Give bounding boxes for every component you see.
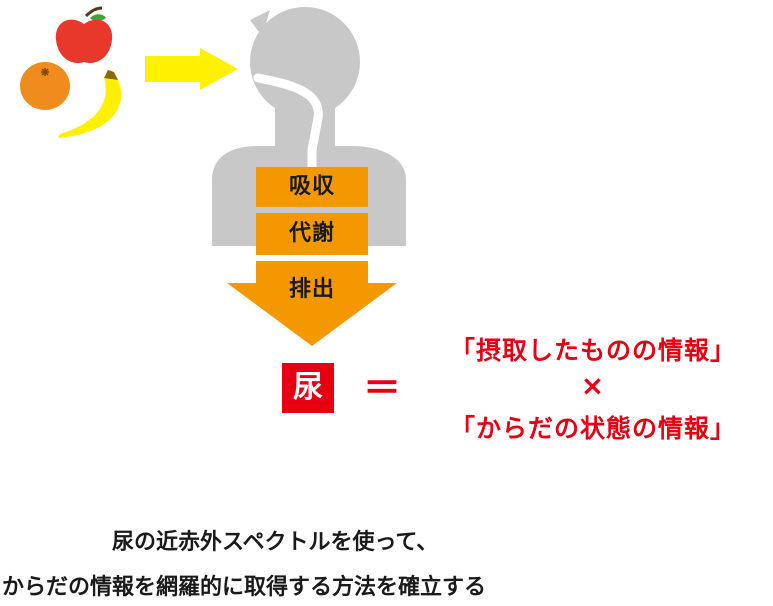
stage-label-metabolism: 代謝	[288, 221, 335, 246]
banana-icon	[58, 70, 122, 138]
stage-box-absorption	[256, 167, 368, 207]
stage-label-absorption: 吸収	[288, 174, 335, 199]
stage-box-metabolism	[256, 213, 368, 255]
formula-multiply-sign: ×	[580, 369, 606, 402]
stage-label-excretion: 排出	[288, 277, 335, 302]
human-silhouette-icon	[212, 7, 406, 246]
down-arrow-icon	[227, 261, 397, 346]
caption-line-1: 尿の近赤外スペクトルを使って、	[112, 530, 439, 555]
formula-body-state-info: 「からだの状態の情報」	[449, 414, 736, 443]
apple-icon	[55, 6, 113, 64]
urine-label: 尿	[282, 363, 334, 413]
orange-icon	[20, 62, 70, 110]
caption-line-2: からだの情報を網羅的に取得する方法を確立する	[2, 575, 487, 600]
right-arrow-icon	[145, 48, 238, 90]
formula-intake-info: 「摂取したものの情報」	[449, 336, 736, 365]
equals-sign: ＝	[362, 366, 401, 410]
